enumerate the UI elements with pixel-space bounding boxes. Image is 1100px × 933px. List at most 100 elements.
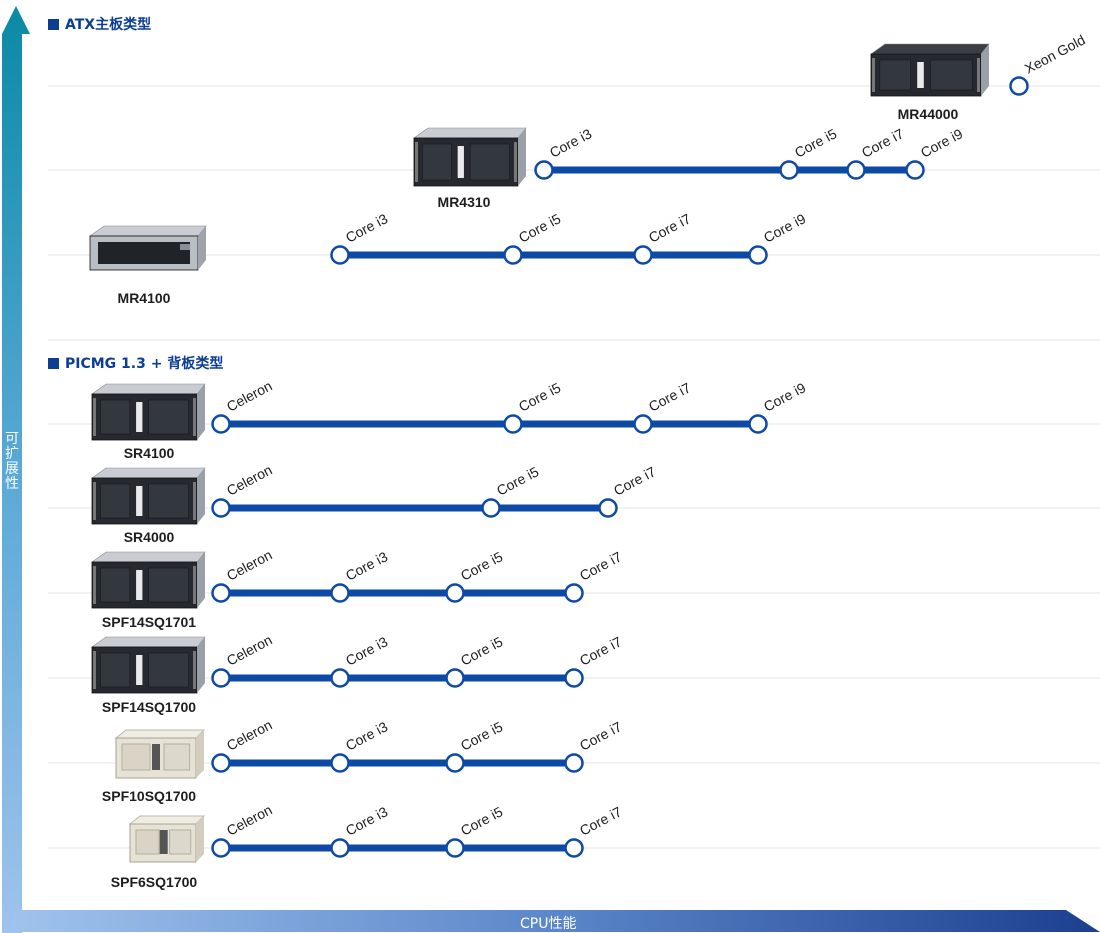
section-title-text: PICMG 1.3 + 背板类型: [65, 356, 224, 372]
cpu-label: Celeron: [224, 632, 275, 669]
cpu-label: Core i5: [792, 125, 840, 160]
cpu-label: Core i7: [577, 803, 625, 838]
model-label: SPF6SQ1700: [110, 874, 198, 890]
cpu-label: Celeron: [224, 462, 275, 499]
cpu-label: Core i7: [577, 718, 625, 753]
cpu-node: [748, 414, 768, 434]
cpu-route: Celeron Core i3 Core i5 Core i7: [211, 547, 625, 603]
cpu-route: Celeron Core i5 Core i7: [211, 462, 659, 518]
cpu-label: Core i3: [343, 718, 391, 753]
cpu-label: Celeron: [224, 717, 275, 754]
cpu-node: [330, 668, 350, 688]
cpu-route: Core i3 Core i5 Core i7 Core i9: [330, 210, 809, 265]
cpu-node: [211, 838, 231, 858]
cpu-label: Core i7: [611, 463, 659, 498]
grid-lines: [48, 85, 1100, 849]
chassis-icon: [128, 815, 206, 863]
cpu-label: Core i5: [516, 379, 564, 414]
cpu-route: Celeron Core i3 Core i5 Core i7: [211, 632, 625, 688]
model-label: MR44000: [897, 106, 959, 122]
cpu-label: Core i5: [458, 803, 506, 838]
cpu-route: Celeron Core i3 Core i5 Core i7: [211, 717, 625, 773]
cpu-node: [330, 838, 350, 858]
cpu-label: Core i3: [343, 548, 391, 583]
section-marker: [48, 358, 59, 369]
cpu-node: [211, 414, 231, 434]
cpu-node: [445, 753, 465, 773]
cpu-label: Xeon Gold: [1022, 31, 1088, 76]
model-label: MR4310: [437, 194, 491, 210]
model-label: SPF14SQ1701: [101, 614, 197, 630]
model-label: SR4100: [123, 445, 175, 461]
cpu-label: Core i5: [458, 718, 506, 753]
cpu-label: Core i9: [761, 210, 809, 245]
cpu-label: Core i7: [646, 379, 694, 414]
section-title-atx: ATX主板类型: [48, 14, 151, 34]
cpu-node: [503, 414, 523, 434]
model-label: SR4000: [123, 529, 175, 545]
cpu-node: [564, 668, 584, 688]
cpu-route: Celeron Core i5 Core i7 Core i9: [211, 378, 809, 434]
cpu-node: [445, 668, 465, 688]
cpu-label: Core i7: [859, 125, 907, 160]
x-axis-arrow: [14, 910, 1100, 932]
cpu-label: Core i3: [343, 210, 391, 245]
cpu-label: Core i5: [458, 548, 506, 583]
cpu-node: [564, 583, 584, 603]
cpu-label: Core i3: [343, 633, 391, 668]
chassis-icon: [91, 636, 206, 694]
cpu-label: Celeron: [224, 378, 275, 415]
y-axis-label: 可扩展性: [5, 431, 19, 492]
cpu-label: Core i9: [918, 125, 966, 160]
chassis-icon: [870, 43, 990, 97]
cpu-node: [330, 245, 350, 265]
cpu-label: Core i7: [577, 548, 625, 583]
cpu-node: [330, 753, 350, 773]
cpu-node: [330, 583, 350, 603]
cpu-label: Core i5: [458, 633, 506, 668]
cpu-label: Core i3: [343, 803, 391, 838]
cpu-node: [748, 245, 768, 265]
cpu-node: [564, 838, 584, 858]
section-title-picmg: PICMG 1.3 + 背板类型: [48, 353, 223, 373]
cpu-node: [211, 668, 231, 688]
cpu-label: Core i7: [646, 210, 694, 245]
x-axis-label: CPU性能: [520, 916, 577, 932]
chassis-icon: [114, 729, 206, 779]
chassis-icon: [413, 127, 527, 187]
cpu-label: Core i5: [494, 463, 542, 498]
cpu-node: [1009, 76, 1029, 96]
chassis-images: [89, 43, 990, 863]
cpu-label: Core i9: [761, 379, 809, 414]
cpu-route: Xeon Gold: [1009, 31, 1088, 96]
chassis-icon: [89, 225, 207, 271]
chassis-icon: [91, 467, 206, 525]
y-axis-arrow: [2, 6, 30, 933]
chassis-icon: [91, 551, 206, 609]
cpu-label: Celeron: [224, 547, 275, 584]
cpu-node: [211, 753, 231, 773]
cpu-node: [633, 414, 653, 434]
cpu-node: [211, 498, 231, 518]
section-title-text: ATX主板类型: [65, 17, 152, 33]
chassis-icon: [91, 383, 206, 441]
cpu-node: [503, 245, 523, 265]
cpu-node: [633, 245, 653, 265]
cpu-node: [534, 160, 554, 180]
cpu-label: Core i7: [577, 633, 625, 668]
cpu-node: [846, 160, 866, 180]
cpu-node: [905, 160, 925, 180]
model-label: MR4100: [117, 290, 171, 306]
cpu-route: Celeron Core i3 Core i5 Core i7: [211, 802, 625, 858]
section-marker: [48, 19, 59, 30]
cpu-node: [445, 583, 465, 603]
cpu-label: Core i5: [516, 210, 564, 245]
cpu-node: [481, 498, 501, 518]
model-label: SPF14SQ1700: [101, 699, 197, 715]
model-label: SPF10SQ1700: [101, 788, 197, 804]
cpu-label: Celeron: [224, 802, 275, 839]
